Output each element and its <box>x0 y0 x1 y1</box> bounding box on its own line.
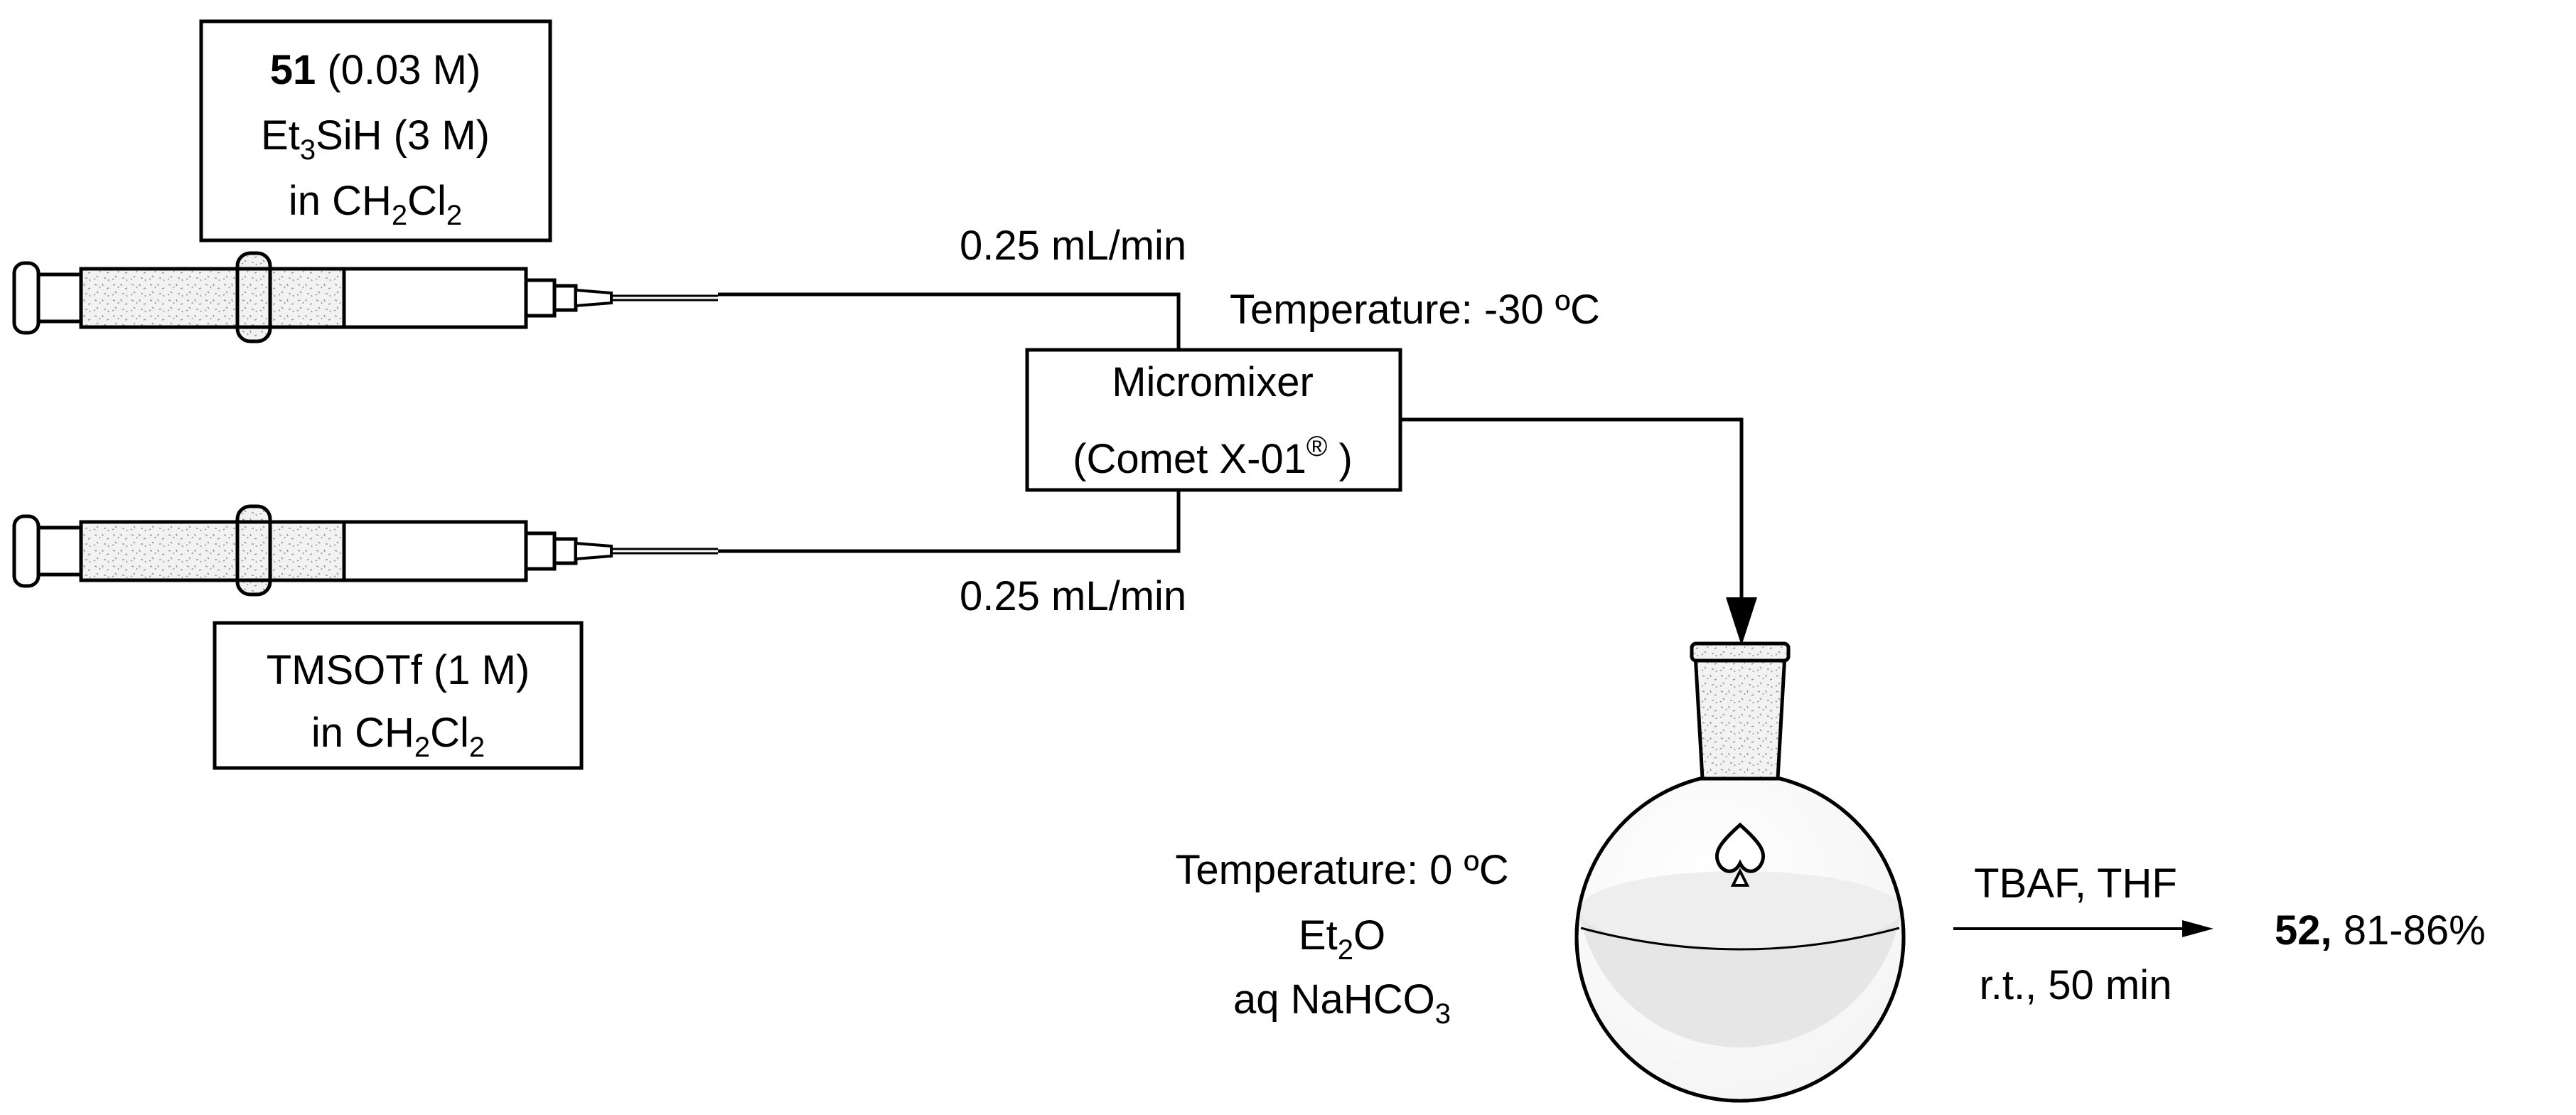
micromixer-box: Micromixer (Comet X-01® ) <box>1025 348 1402 492</box>
quench-solvent: Et2O <box>1299 912 1385 966</box>
reagent-box-2-line-1: TMSOTf (1 M) <box>267 647 530 693</box>
reaction-arrow: TBAF, THF r.t., 50 min <box>1953 860 2213 1008</box>
tubing <box>718 292 1744 612</box>
mixer-temperature-label: Temperature: -30 ºC <box>1230 287 1600 333</box>
tubing-bottom <box>718 491 1181 553</box>
reagent-box-2-line-2: in CH2Cl2 <box>311 710 485 763</box>
syringe-top <box>12 251 718 343</box>
arrow-reagents: TBAF, THF <box>1974 860 2177 907</box>
micromixer-model: (Comet X-01® ) <box>1073 431 1353 482</box>
quench-base: aq NaHCO3 <box>1233 976 1451 1030</box>
syringe-bottom <box>12 504 718 597</box>
product-label: 52, 81-86% <box>2275 907 2486 954</box>
reagent-box-1: 51 (0.03 M) Et3SiH (3 M) in CH2Cl2 <box>199 19 552 242</box>
stir-bar-icon <box>1714 822 1766 887</box>
outlet-arrowhead <box>1726 597 1757 646</box>
tubing-outlet <box>1400 417 1744 612</box>
reagent-box-1-line-1: 51 (0.03 M) <box>270 47 481 93</box>
arrow-conditions: r.t., 50 min <box>1980 962 2172 1008</box>
reagent-box-1-line-2: Et3SiH (3 M) <box>261 112 490 166</box>
tubing-top <box>718 292 1181 348</box>
micromixer-label: Micromixer <box>1112 359 1314 405</box>
round-bottom-flask <box>1574 641 1906 1103</box>
flow-rate-bottom-label: 0.25 mL/min <box>960 573 1186 619</box>
flow-rate-top-label: 0.25 mL/min <box>960 223 1186 269</box>
quench-temperature: Temperature: 0 ºC <box>1175 847 1508 893</box>
reagent-box-1-line-3: in CH2Cl2 <box>289 178 462 231</box>
reagent-box-2: TMSOTf (1 M) in CH2Cl2 <box>213 621 584 770</box>
quench-conditions: Temperature: 0 ºC Et2O aq NaHCO3 <box>1175 847 1508 1030</box>
